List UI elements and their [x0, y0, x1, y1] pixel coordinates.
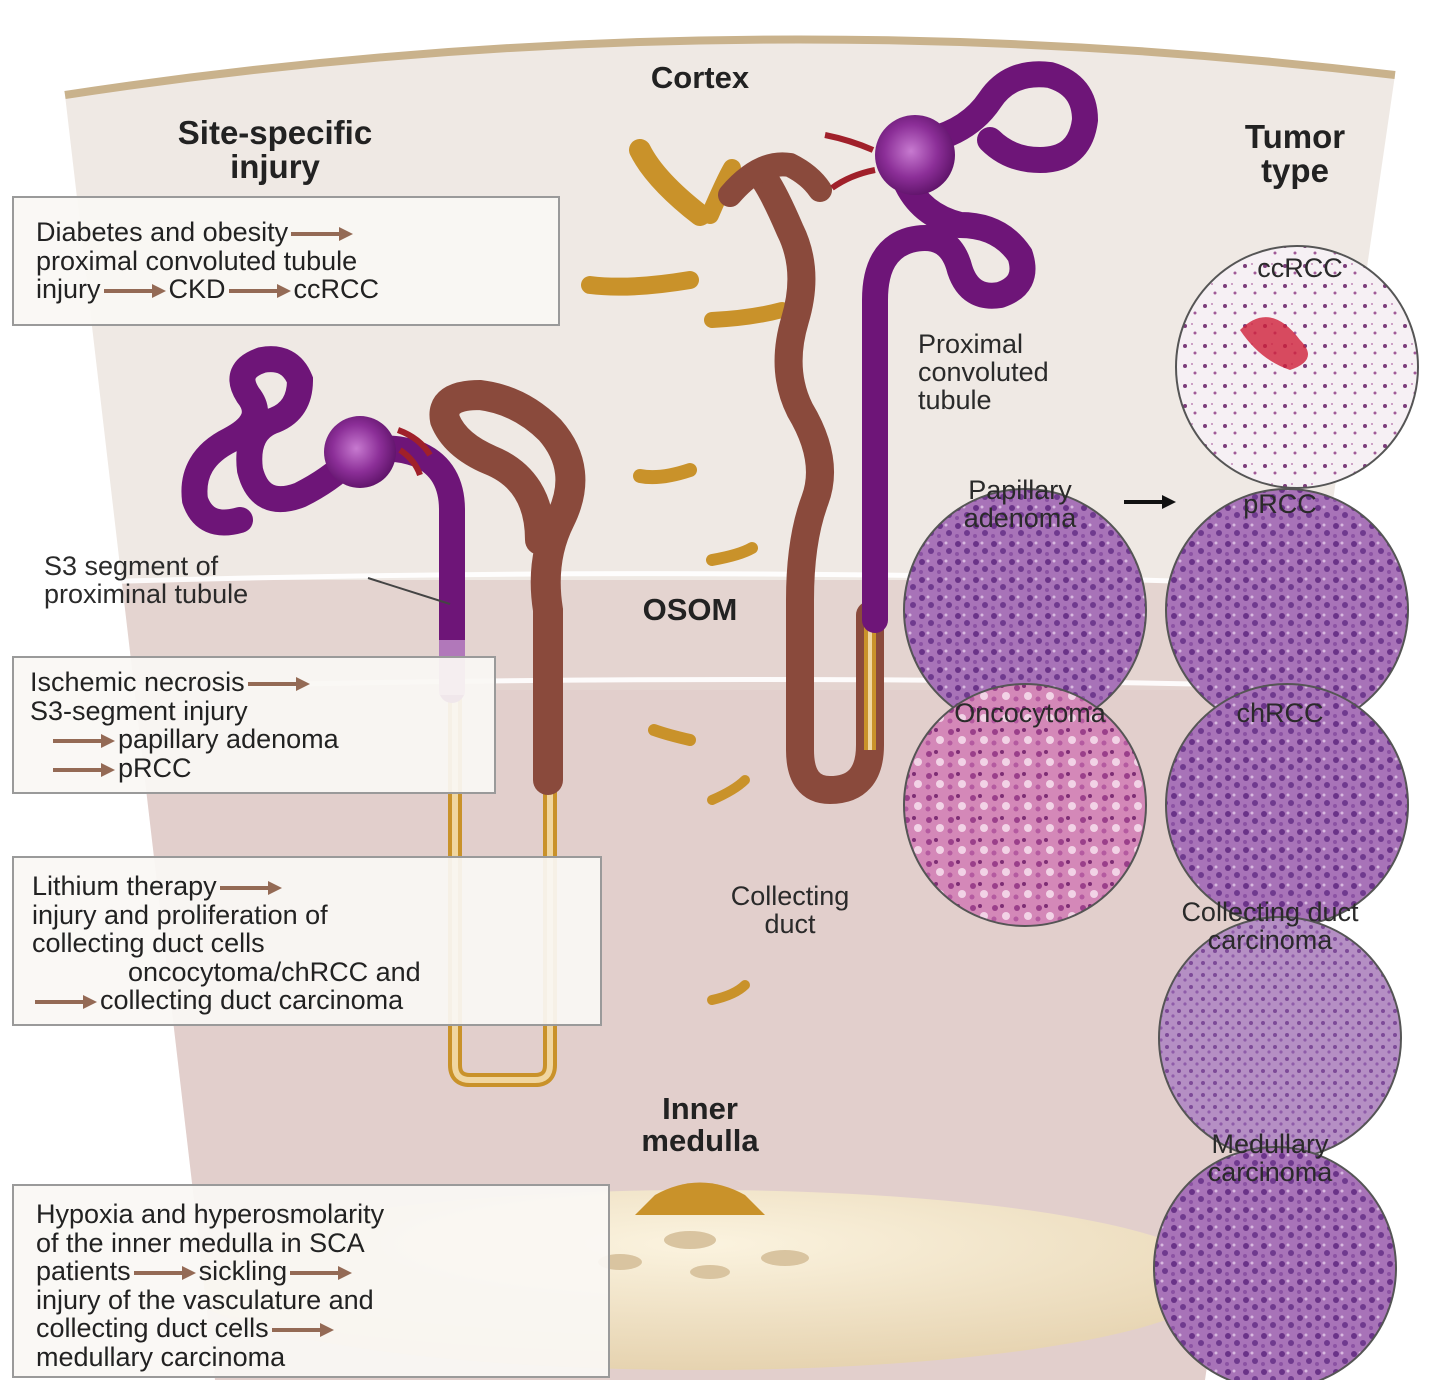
arrow-icon [134, 1266, 196, 1280]
adenoma-to-prcc-arrow [1120, 494, 1180, 511]
arrow-icon [53, 734, 115, 748]
arrow-icon [248, 677, 310, 691]
ischemic-injury-box: Ischemic necrosis S3-segment injury papi… [12, 656, 496, 794]
arrow-icon [229, 284, 291, 298]
arrow-icon [104, 284, 166, 298]
glomerulus-left [324, 416, 396, 488]
prcc-label: pRCC [1200, 490, 1360, 518]
cortex-label: Cortex [590, 62, 810, 94]
arrow-icon [53, 763, 115, 777]
hypoxia-injury-box: Hypoxia and hyperosmolarity of the inner… [12, 1184, 610, 1378]
arrow-icon [291, 227, 353, 241]
osom-label: OSOM [580, 594, 800, 626]
arrow-icon [220, 881, 282, 895]
chrcc-label: chRCC [1180, 699, 1380, 727]
glomerulus-right [875, 115, 955, 195]
diabetes-injury-box: Diabetes and obesity proximal convoluted… [12, 196, 560, 326]
ccrcc-label: ccRCC [1200, 254, 1400, 282]
arrow-icon [290, 1266, 352, 1280]
arrow-icon [35, 995, 97, 1009]
lithium-injury-box: Lithium therapy injury and proliferation… [12, 856, 602, 1026]
arrow-icon [272, 1323, 334, 1337]
oncocytoma-label: Oncocytoma [900, 699, 1160, 727]
